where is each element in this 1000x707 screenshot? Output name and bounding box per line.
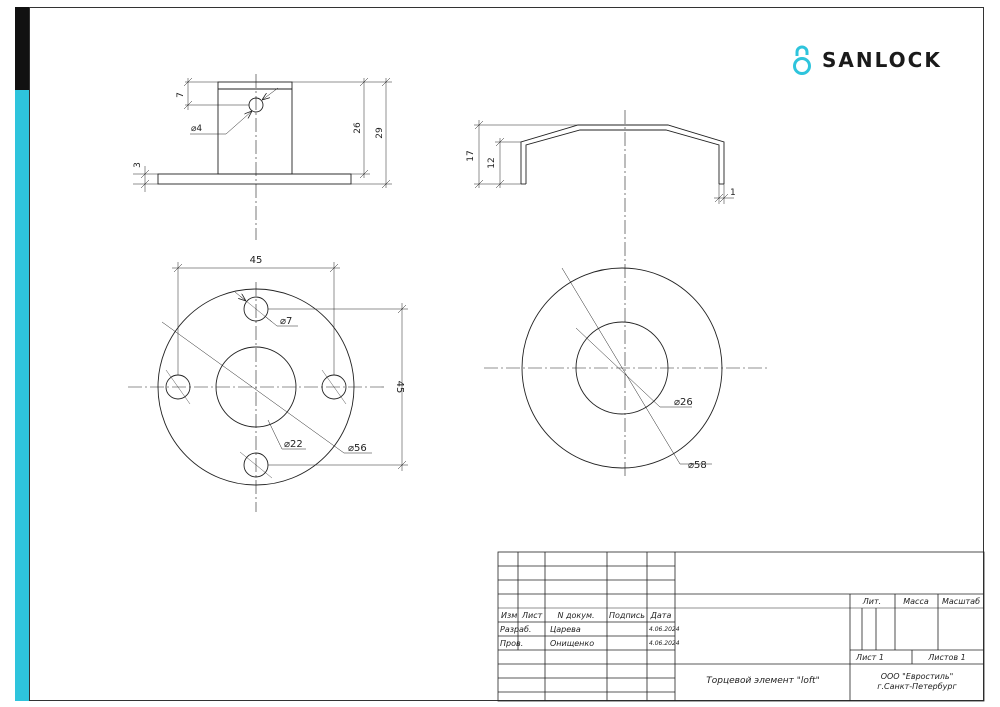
header-izm: Изм bbox=[501, 611, 517, 620]
header-doc-no: N докум. bbox=[557, 611, 594, 620]
company-city: г.Санкт-Петербург bbox=[877, 682, 957, 691]
row-developer-role: Разраб. bbox=[500, 625, 531, 634]
header-signature: Подпись bbox=[609, 611, 645, 620]
brand-logo: SANLOCK bbox=[792, 43, 942, 77]
side-view bbox=[133, 74, 392, 240]
dim-top-span-horizontal: 45 bbox=[250, 255, 263, 266]
margin-stripe-dark bbox=[15, 7, 29, 90]
top-view bbox=[128, 262, 408, 512]
margin-stripe-accent bbox=[15, 90, 29, 701]
field-sheets: Листов 1 bbox=[927, 653, 966, 662]
field-sheet: Лист 1 bbox=[855, 653, 884, 662]
lock-icon bbox=[793, 45, 811, 75]
dim-cap-height-total: 17 bbox=[466, 150, 476, 161]
dim-side-hole-diameter: ⌀4 bbox=[191, 124, 202, 134]
header-list: Лист bbox=[521, 611, 543, 620]
dim-cap-thickness: 1 bbox=[730, 188, 736, 198]
dim-top-outer-diameter: ⌀56 bbox=[348, 443, 367, 454]
header-date: Дата bbox=[650, 611, 672, 620]
dim-top-small-hole: ⌀7 bbox=[280, 316, 292, 327]
dim-cap-inner-diameter: ⌀26 bbox=[674, 397, 693, 408]
field-scale: Масштаб bbox=[942, 597, 980, 606]
field-mass: Масса bbox=[903, 597, 929, 606]
cap-profile-outer bbox=[520, 124, 725, 184]
row-checker-name: Онищенко bbox=[550, 639, 594, 648]
row-checker-role: Пров. bbox=[500, 639, 523, 648]
side-view-body bbox=[217, 81, 293, 175]
dim-top-center-hole: ⌀22 bbox=[284, 439, 303, 450]
row-developer-name: Царева bbox=[550, 625, 581, 634]
dim-side-flange-thickness: 3 bbox=[133, 162, 143, 168]
dim-cap-height-inner: 12 bbox=[487, 157, 497, 168]
title-block-text: Изм Лист N докум. Подпись Дата Разраб. Ц… bbox=[500, 597, 980, 691]
cap-side-view bbox=[474, 110, 734, 478]
dim-top-span-vertical: 45 bbox=[394, 381, 405, 394]
side-view-flange bbox=[157, 173, 352, 185]
row-developer-date: 4.06.2024 bbox=[649, 626, 680, 633]
brand-name: SANLOCK bbox=[822, 48, 942, 72]
product-name: Торцевой элемент "loft" bbox=[706, 676, 819, 686]
dim-side-height-total: 29 bbox=[375, 127, 385, 139]
drawing-frame bbox=[29, 7, 984, 701]
dim-side-hole-offset: 7 bbox=[176, 92, 186, 98]
company-name: ООО "Евростиль" bbox=[881, 672, 954, 681]
field-lit: Лит. bbox=[862, 597, 881, 606]
cap-profile-inner bbox=[525, 129, 720, 184]
dim-side-height-inner: 26 bbox=[353, 122, 363, 134]
row-checker-date: 4.06.2024 bbox=[649, 640, 680, 647]
cap-top-view bbox=[484, 267, 768, 469]
title-block bbox=[497, 551, 985, 702]
dim-cap-outer-diameter: ⌀58 bbox=[688, 460, 707, 471]
